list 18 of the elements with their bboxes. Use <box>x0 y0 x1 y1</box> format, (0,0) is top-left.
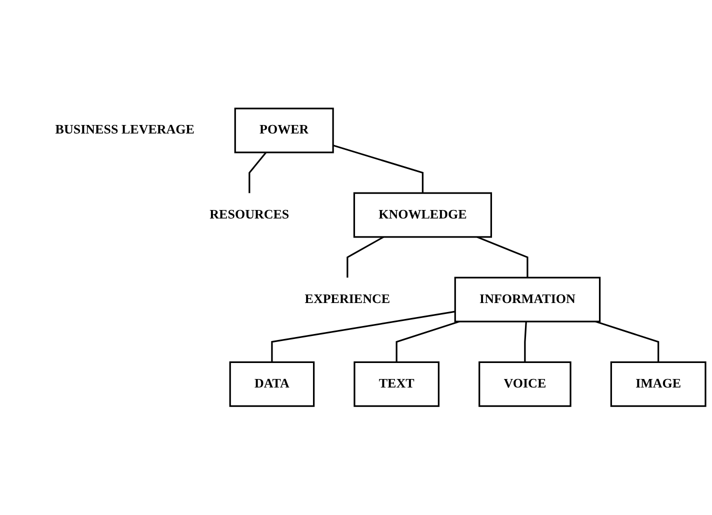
node-text: EXPERIENCE <box>304 292 390 306</box>
connector <box>396 320 460 362</box>
node-box: DATA <box>229 362 315 408</box>
node-text: RESOURCES <box>210 208 290 222</box>
node-box: IMAGE <box>610 362 706 408</box>
connector <box>524 322 527 362</box>
node-box: INFORMATION <box>454 277 601 323</box>
node-label: BUSINESS LEVERAGE <box>55 123 194 138</box>
node-box: KNOWLEDGE <box>353 192 492 238</box>
connector <box>271 310 456 362</box>
connector <box>595 320 660 362</box>
connector <box>476 236 528 278</box>
connector <box>332 144 424 194</box>
node-box: VOICE <box>478 362 572 408</box>
connector <box>248 152 267 194</box>
node-box: TEXT <box>354 362 440 408</box>
node-box: POWER <box>234 108 334 154</box>
connector <box>346 236 384 278</box>
